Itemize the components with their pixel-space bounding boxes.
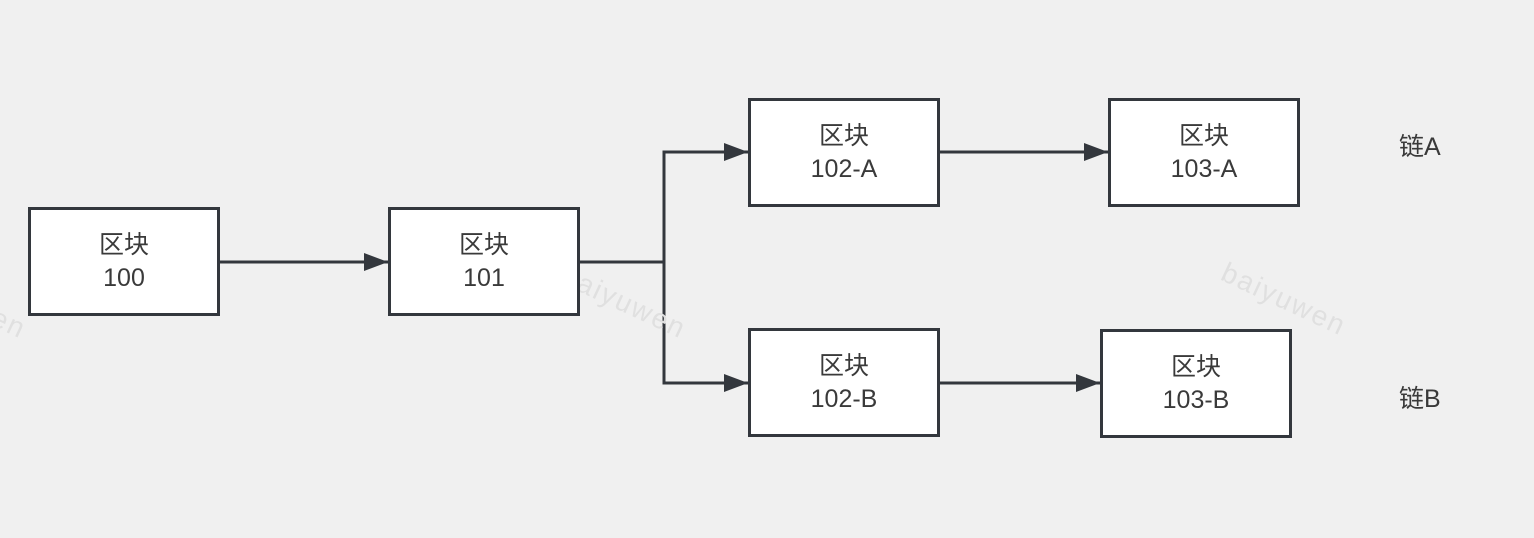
node-block-102-b: 区块 102-B [748,328,940,437]
chain-b-label: 链B [1399,385,1441,413]
node-label-line2: 103-B [1162,385,1230,414]
node-label-line1: 区块 [458,230,509,259]
node-block-103-a: 区块 103-A [1108,98,1300,207]
node-block-102-a: 区块 102-A [748,98,940,207]
chain-a-label: 链A [1399,133,1441,161]
node-label-line2: 100 [103,263,145,292]
node-label-line2: 102-B [810,384,878,413]
node-label-line1: 区块 [1178,121,1229,150]
node-label-line1: 区块 [98,230,149,259]
node-label-line2: 103-A [1170,154,1238,183]
node-block-100: 区块 100 [28,207,220,316]
node-label-line1: 区块 [1170,352,1221,381]
node-label-line2: 101 [463,263,505,292]
node-label-line1: 区块 [818,351,869,380]
node-label-line1: 区块 [818,121,869,150]
node-block-101: 区块 101 [388,207,580,316]
node-block-103-b: 区块 103-B [1100,329,1292,438]
node-label-line2: 102-A [810,154,878,183]
